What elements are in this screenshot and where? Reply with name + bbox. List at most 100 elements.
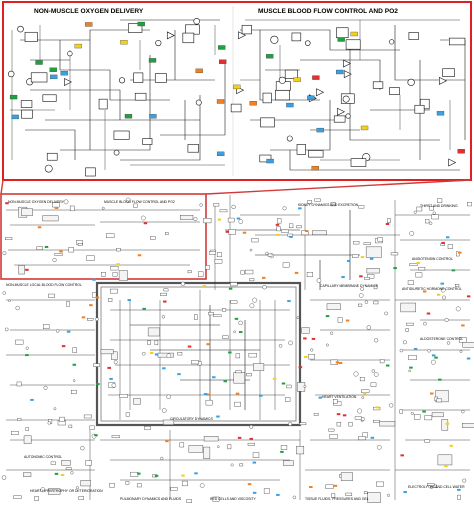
variable-marker xyxy=(347,259,351,262)
variable-marker xyxy=(219,59,227,64)
variable-marker xyxy=(165,440,169,443)
summing-junction xyxy=(140,215,146,221)
variable-marker xyxy=(94,434,98,437)
summing-junction xyxy=(358,293,364,298)
summing-junction xyxy=(160,456,164,460)
module-box xyxy=(326,303,341,310)
function-block xyxy=(235,353,241,359)
variable-marker xyxy=(333,484,338,487)
function-block xyxy=(308,354,315,360)
summing-junction xyxy=(230,463,234,467)
variable-marker xyxy=(194,472,198,475)
inset-title-right: MUSCLE BLOOD FLOW CONTROL AND PO2 xyxy=(258,8,398,15)
function-block xyxy=(277,218,282,224)
summing-junction xyxy=(330,331,334,335)
function-block xyxy=(437,198,443,203)
variable-marker xyxy=(127,299,131,302)
summing-junction xyxy=(231,204,236,209)
variable-marker xyxy=(403,491,407,494)
variable-marker xyxy=(298,207,302,210)
module-box xyxy=(441,419,449,431)
variable-marker xyxy=(426,312,431,315)
function-block xyxy=(424,415,433,421)
variable-marker xyxy=(206,343,210,346)
function-block xyxy=(133,72,144,83)
summing-junction xyxy=(377,445,382,450)
function-block xyxy=(416,206,423,212)
function-block xyxy=(313,413,319,416)
function-block xyxy=(367,274,375,279)
variable-marker xyxy=(143,222,148,225)
variable-marker xyxy=(30,398,34,401)
variable-marker xyxy=(249,437,253,440)
module-box xyxy=(435,390,449,403)
variable-marker xyxy=(275,233,280,236)
function-block xyxy=(240,270,245,275)
function-block xyxy=(78,496,84,500)
module-box xyxy=(203,436,219,442)
variable-marker xyxy=(238,331,243,334)
summing-junction xyxy=(25,346,29,350)
panel-title-tissue-fluids: TISSUE FLUIDS, PRESSURES AND GEL xyxy=(305,497,369,501)
summing-junction xyxy=(249,303,255,309)
module-box xyxy=(233,372,246,384)
variable-marker xyxy=(206,393,211,396)
variable-marker xyxy=(92,278,96,281)
gain-block xyxy=(343,59,352,68)
summing-junction xyxy=(389,403,394,408)
function-block xyxy=(325,484,334,489)
function-block xyxy=(262,92,272,104)
function-block xyxy=(71,389,77,394)
panel-title-circulatory: CIRCULATORY DYNAMICS xyxy=(170,417,213,421)
variable-marker xyxy=(337,37,345,42)
function-block xyxy=(306,272,313,278)
variable-marker xyxy=(445,422,450,425)
function-block xyxy=(187,270,192,274)
variable-marker xyxy=(81,316,86,319)
variable-marker xyxy=(72,363,77,366)
function-block xyxy=(427,483,435,487)
summing-junction xyxy=(70,471,74,475)
variable-marker xyxy=(441,241,445,244)
function-block xyxy=(72,347,77,353)
variable-marker xyxy=(287,300,291,303)
overview-panel-titles: NON-MUSCLE OXYGEN DELIVERY MUSCLE BLOOD … xyxy=(6,200,465,501)
variable-marker xyxy=(436,293,441,296)
function-block xyxy=(415,272,423,278)
variable-marker xyxy=(325,315,330,318)
function-block xyxy=(408,32,419,40)
function-block xyxy=(227,217,235,223)
function-block xyxy=(364,276,370,280)
summing-junction xyxy=(155,39,162,47)
function-block xyxy=(163,288,169,292)
function-block xyxy=(376,481,384,487)
variable-marker xyxy=(416,262,420,265)
function-block xyxy=(216,252,222,258)
module-box xyxy=(162,419,175,425)
function-block xyxy=(222,335,229,339)
variable-marker xyxy=(304,355,308,358)
variable-marker xyxy=(359,275,363,278)
variable-marker xyxy=(96,383,100,386)
function-block xyxy=(244,269,254,275)
function-block xyxy=(54,253,63,256)
function-block xyxy=(429,206,434,211)
function-block xyxy=(219,209,228,213)
variable-marker xyxy=(309,486,313,489)
overview-blocks xyxy=(1,197,474,503)
variable-marker xyxy=(202,285,207,288)
module-box xyxy=(437,454,453,466)
variable-marker xyxy=(181,474,185,477)
variable-marker xyxy=(440,282,445,285)
summing-junction xyxy=(387,493,390,497)
function-block xyxy=(361,389,370,393)
variable-marker xyxy=(286,102,294,108)
function-block xyxy=(358,205,365,209)
function-block xyxy=(111,435,120,438)
panel-title-capillary: CAPILLARY MEMBRANE DYNAMICS xyxy=(320,284,379,288)
variable-marker xyxy=(148,58,157,63)
function-block xyxy=(227,444,232,450)
summing-junction xyxy=(286,135,293,142)
function-block xyxy=(128,23,143,33)
